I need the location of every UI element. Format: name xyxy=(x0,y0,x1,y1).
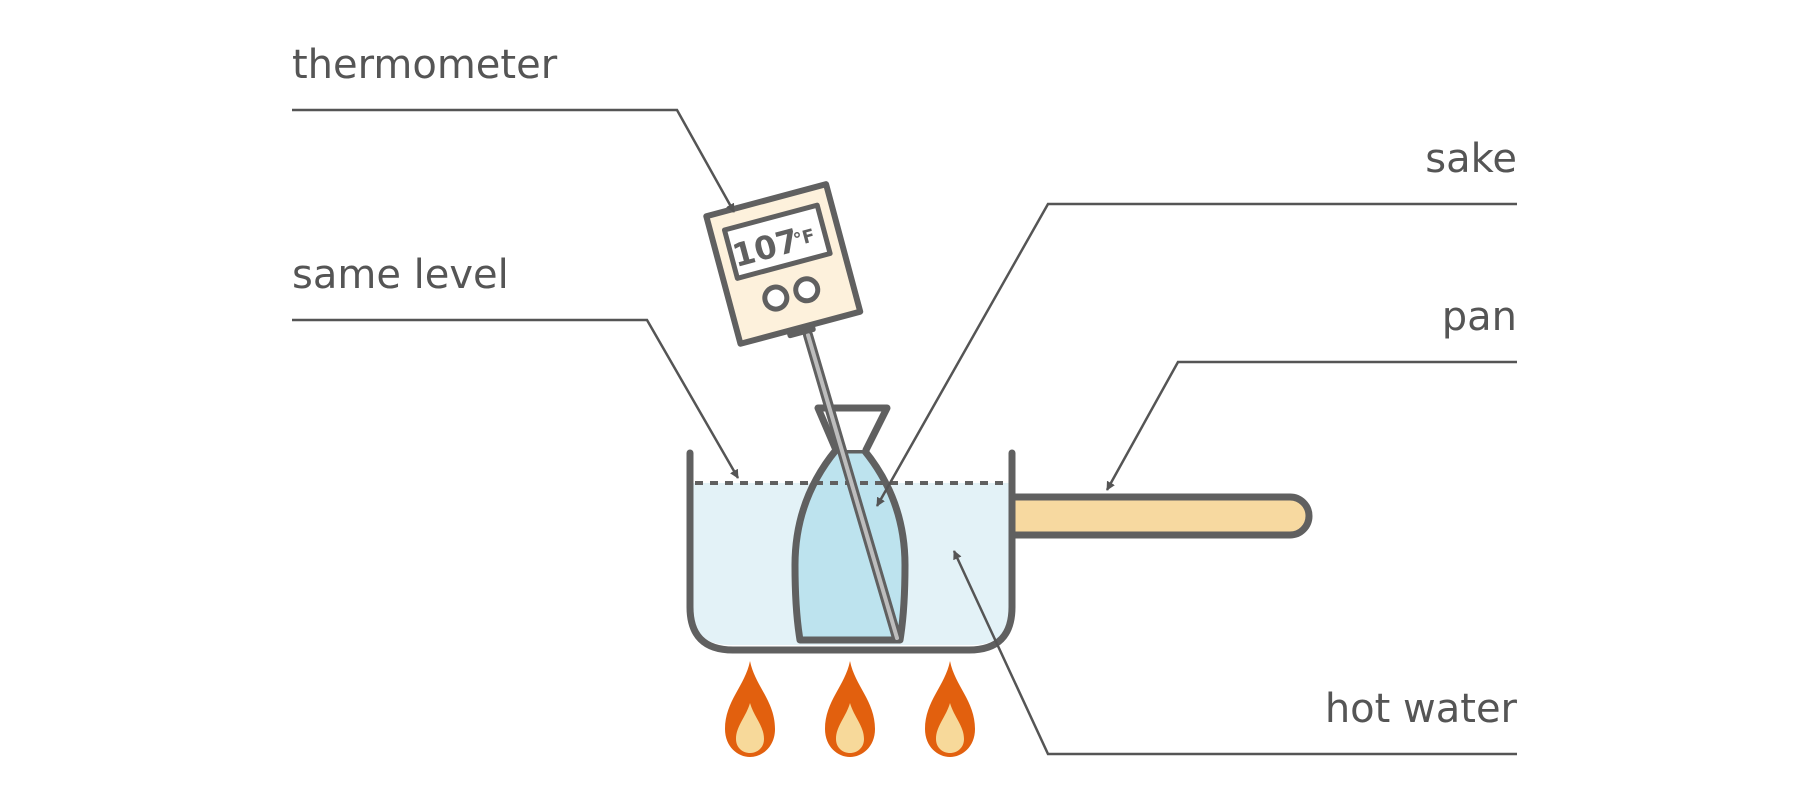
pan-body xyxy=(686,449,1016,654)
flame-icon xyxy=(725,661,775,757)
thermometer: 107 °F xyxy=(703,181,902,643)
thermometer-button-right xyxy=(793,276,821,304)
hot-water-leader xyxy=(952,550,1517,756)
thermometer-label: thermometer xyxy=(292,42,558,88)
pan-handle xyxy=(1008,493,1313,539)
same-level-label: same level xyxy=(292,252,509,298)
sake-leader xyxy=(875,202,1517,507)
burner-flames xyxy=(725,661,975,757)
pan-leader xyxy=(1105,360,1517,491)
same-level-leader xyxy=(292,318,740,479)
thermometer-leader xyxy=(292,108,736,213)
flame-icon xyxy=(825,661,875,757)
sake-label: sake xyxy=(1425,136,1517,182)
thermometer-button-left xyxy=(762,284,790,312)
thermometer-screen xyxy=(721,202,833,281)
flame-icon xyxy=(925,661,975,757)
pan-label: pan xyxy=(1442,294,1517,340)
pan xyxy=(686,449,1313,654)
hot-water-label: hot water xyxy=(1325,686,1518,732)
